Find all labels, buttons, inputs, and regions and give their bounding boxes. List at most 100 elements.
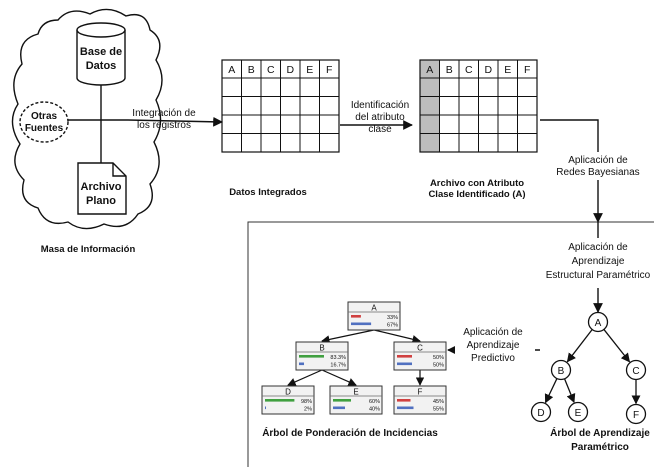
weight-value: 55% (433, 407, 444, 413)
param-tree-edge (566, 329, 593, 363)
structural-label-line1: Aplicación de (568, 242, 628, 253)
other-sources-label-line1: Otras (31, 111, 58, 122)
weight-box-title: A (371, 304, 377, 313)
weight-bar (351, 315, 361, 318)
other-sources-ellipse (19, 101, 69, 143)
weight-bar (397, 406, 414, 410)
class-table-caption-line1: Archivo con Atributo (430, 178, 524, 189)
table-header-a: A (426, 64, 433, 76)
weight-bar (265, 406, 266, 410)
integration-label-line2: los registros (137, 120, 191, 131)
weight-value: 50% (433, 355, 444, 361)
weight-bar (265, 399, 295, 402)
weight-bar (397, 355, 412, 358)
database-label-line1: Base de (80, 46, 122, 58)
weight-bar (299, 362, 305, 366)
incidence-weighting-tree: A 33% 67% B 83.3% 16.7% C 50% 50% D 98% 2% E 60% 40% F 4… (261, 301, 447, 415)
class-column-highlight (420, 60, 440, 152)
predictive-label-line1: Aplicación de (463, 327, 523, 338)
param-tree-edge (544, 378, 558, 404)
weight-box-title: C (417, 344, 423, 353)
weight-tree-edge (321, 329, 375, 344)
param-node-e (567, 401, 589, 423)
information-mass-caption: Masa de Información (41, 244, 136, 255)
other-sources-label-line2: Fuentes (25, 123, 64, 134)
weight-value: 2% (304, 407, 312, 413)
database-cylinder-icon (76, 22, 126, 86)
param-node-label-d: D (537, 408, 544, 419)
table-header-b: B (248, 64, 255, 76)
weight-value: 16.7% (330, 363, 346, 369)
table-header-e: E (306, 64, 313, 76)
structural-label-line2: Aprendizaje (572, 256, 625, 267)
flat-file-label-line2: Plano (86, 195, 116, 207)
bayesian-network-frame (247, 221, 654, 467)
weight-tree-edge (321, 369, 357, 386)
weight-box-title: E (353, 388, 358, 397)
identification-label-line1: Identificación (351, 100, 409, 111)
param-tree-caption-line2: Paramétrico (571, 442, 629, 453)
table-header-c: C (267, 64, 275, 76)
table-header-e: E (504, 64, 511, 76)
weight-value: 33% (387, 315, 398, 321)
weight-value: 83.3% (330, 355, 346, 361)
identification-label-line2: del atributo (355, 112, 405, 123)
weight-box-b: B 83.3% 16.7% (295, 341, 349, 371)
table-header-f: F (326, 64, 332, 76)
weight-bar (397, 362, 412, 366)
weight-box-title: D (285, 388, 291, 397)
param-node-label-b: B (558, 366, 565, 377)
bayes-arrow (540, 119, 603, 223)
weight-value: 45% (433, 399, 444, 405)
integration-label-line1: Integración de (132, 108, 196, 119)
bayes-label-line1: Aplicación de (568, 155, 628, 166)
weight-bar (351, 322, 372, 326)
predictive-label-bg (455, 324, 535, 372)
param-node-label-e: E (575, 408, 582, 419)
information-mass-cloud (11, 8, 163, 230)
flat-file-corner (112, 163, 126, 177)
weight-tree-edge (287, 369, 323, 386)
integration-arrow (127, 116, 223, 127)
param-tree-edge (563, 378, 576, 404)
table-header-d: D (286, 64, 294, 76)
predictive-label-line2: Aprendizaje (467, 340, 520, 351)
flat-file-label-line1: Archivo (81, 181, 122, 193)
bayes-label-bg (548, 152, 648, 180)
param-node-label-a: A (595, 318, 602, 329)
weight-box-e: E 60% 40% (329, 385, 383, 415)
weight-box-title: F (418, 388, 423, 397)
table-header-a: A (228, 64, 235, 76)
weight-value: 60% (369, 399, 380, 405)
weight-tree-edge (373, 329, 421, 344)
table-header-d: D (484, 64, 492, 76)
identification-label-line3: clase (368, 124, 392, 135)
weight-value: 67% (387, 323, 398, 329)
weight-bar (333, 406, 345, 410)
table-header-c: C (465, 64, 473, 76)
param-tree-edge (603, 329, 631, 363)
param-node-f (625, 403, 647, 425)
weight-bar (299, 355, 324, 358)
param-node-c (625, 359, 647, 381)
param-tree-caption-line1: Árbol de Aprendizaje (550, 426, 650, 439)
weight-box-title: B (319, 344, 324, 353)
weight-box-f: F 45% 55% (393, 385, 447, 415)
param-node-a (587, 311, 609, 333)
weight-box-c: C 50% 50% (393, 341, 447, 371)
bayes-label-line2: Redes Bayesianas (556, 167, 639, 178)
weight-box-d: D 98% 2% (261, 385, 315, 415)
structural-label-line3: Estructural Paramétrico (546, 270, 651, 281)
weight-value: 98% (301, 399, 312, 405)
table-header-b: B (446, 64, 453, 76)
weight-box-a: A 33% 67% (347, 301, 401, 331)
param-node-label-c: C (632, 366, 639, 377)
param-node-b (550, 359, 572, 381)
weight-tree-caption: Árbol de Ponderación de Incidencias (262, 426, 438, 439)
weight-value: 50% (433, 363, 444, 369)
weight-value: 40% (369, 407, 380, 413)
class-table-caption-line2: Clase Identificado (A) (428, 189, 525, 200)
weight-bar (333, 399, 351, 402)
